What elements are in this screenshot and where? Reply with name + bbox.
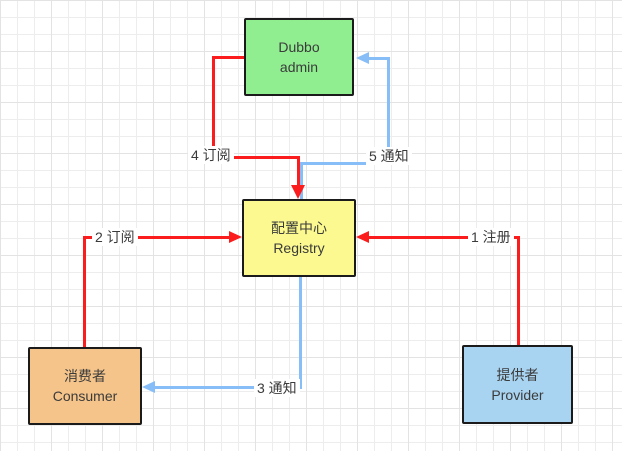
- node-consumer-label-line2: Consumer: [52, 388, 118, 404]
- node-dubbo-admin: Dubbo admin: [244, 18, 354, 96]
- edge-notify-admin-segment: [387, 57, 390, 165]
- edge-label-notify-admin: 5 通知: [366, 147, 412, 165]
- edge-notify-consumer-segment: [299, 277, 302, 389]
- node-dubbo-admin-label-line1: Dubbo: [278, 39, 320, 55]
- edge-subscribe-consumer-segment: [83, 236, 86, 347]
- edge-notify-admin-segment: [300, 162, 390, 165]
- edge-register-segment: [517, 236, 520, 345]
- arrowhead-down-icon: [291, 185, 305, 199]
- edge-subscribe-consumer-segment: [83, 236, 231, 239]
- arrowhead-left-icon: [142, 381, 155, 393]
- node-registry-label-line2: Registry: [273, 240, 325, 256]
- edge-label-subscribe-consumer: 2 订阅: [92, 228, 138, 246]
- arrowhead-left-icon: [356, 52, 369, 64]
- edge-subscribe-admin-segment: [212, 156, 300, 159]
- arrowhead-right-icon: [229, 231, 242, 243]
- edge-notify-consumer-segment: [155, 386, 302, 389]
- node-provider: 提供者 Provider: [462, 345, 573, 424]
- node-consumer: 消费者 Consumer: [28, 347, 142, 425]
- edge-subscribe-admin-segment: [212, 56, 244, 59]
- edge-label-subscribe-admin: 4 订阅: [188, 146, 234, 164]
- node-provider-label-line1: 提供者: [496, 366, 539, 383]
- edge-label-notify-consumer: 3 通知: [254, 379, 300, 397]
- edge-notify-admin-segment: [367, 57, 390, 60]
- node-provider-label-line2: Provider: [491, 386, 544, 403]
- node-consumer-label-line1: 消费者: [64, 368, 106, 384]
- edge-label-register: 1 注册: [468, 228, 514, 246]
- node-registry: 配置中心 Registry: [242, 199, 356, 277]
- edge-register-segment: [369, 236, 520, 239]
- edge-notify-admin-segment: [300, 162, 303, 199]
- node-dubbo-admin-label-line2: admin: [279, 59, 319, 75]
- node-registry-label-line1: 配置中心: [271, 220, 327, 236]
- arrowhead-left-icon: [356, 231, 369, 243]
- edge-subscribe-admin-segment: [212, 56, 215, 159]
- edge-subscribe-admin-segment: [297, 156, 300, 188]
